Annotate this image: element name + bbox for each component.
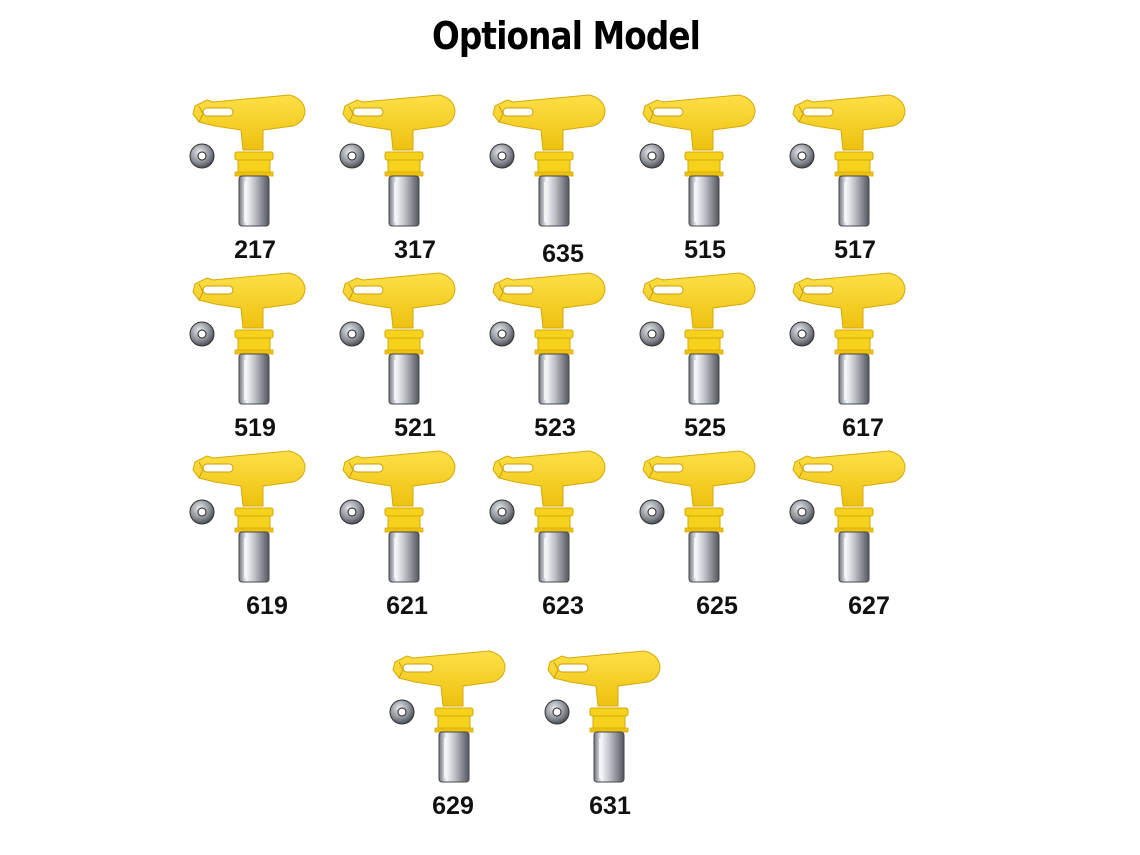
model-number: 617 [842,414,884,442]
spray-tip-icon [789,94,906,227]
spray-tip-icon [339,450,456,583]
model-tile: 617 [785,270,925,442]
model-number: 525 [684,414,726,442]
spray-tip-icon [789,272,906,405]
model-tile: 517 [785,92,925,264]
spray-tip-icon [339,94,456,227]
model-tile: 625 [635,448,775,620]
model-tile: 317 [335,92,475,264]
model-tile: 623 [485,448,625,620]
washer-icon [489,321,515,347]
spray-tip-icon [489,272,606,405]
model-number: 631 [589,792,631,820]
model-number: 621 [386,592,428,620]
model-number: 317 [394,236,436,264]
model-number: 635 [542,240,584,268]
model-number: 521 [394,414,436,442]
washer-icon [639,499,665,525]
model-number: 519 [234,414,276,442]
washer-icon [789,143,815,169]
washer-icon [489,499,515,525]
model-number: 217 [234,236,276,264]
model-tile: 619 [185,448,325,620]
washer-icon [339,143,365,169]
washer-icon [789,321,815,347]
spray-tip-icon [639,272,756,405]
model-tile: 627 [785,448,925,620]
spray-tip-icon [489,450,606,583]
model-tile: 525 [635,270,775,442]
model-number: 515 [684,236,726,264]
washer-icon [339,499,365,525]
model-tile: 621 [335,448,475,620]
model-tile: 217 [185,92,325,264]
model-tile: 523 [485,270,625,442]
model-number: 629 [432,792,474,820]
washer-icon [489,143,515,169]
spray-tip-icon [189,272,306,405]
model-number: 627 [848,592,890,620]
page-title: Optional Model [431,14,701,58]
spray-tip-icon [489,94,606,227]
model-tile: 515 [635,92,775,264]
spray-tip-icon [339,272,456,405]
spray-tip-icon [544,650,661,783]
washer-icon [639,143,665,169]
washer-icon [189,321,215,347]
washer-icon [339,321,365,347]
model-tile: 635 [485,92,625,268]
spray-tip-icon [189,94,306,227]
spray-tip-icon [389,650,506,783]
washer-icon [189,499,215,525]
spray-tip-icon [639,450,756,583]
model-tile: 521 [335,270,475,442]
spray-tip-icon [789,450,906,583]
washer-icon [639,321,665,347]
model-number: 625 [696,592,738,620]
spray-tip-icon [189,450,306,583]
washer-icon [789,499,815,525]
model-number: 623 [542,592,584,620]
washer-icon [544,699,570,725]
spray-tip-icon [639,94,756,227]
model-tile: 519 [185,270,325,442]
model-number: 517 [834,236,876,264]
model-tile: 629 [385,648,525,820]
model-tile: 631 [540,648,680,820]
washer-icon [189,143,215,169]
model-number: 619 [246,592,288,620]
washer-icon [389,699,415,725]
model-number: 523 [534,414,576,442]
